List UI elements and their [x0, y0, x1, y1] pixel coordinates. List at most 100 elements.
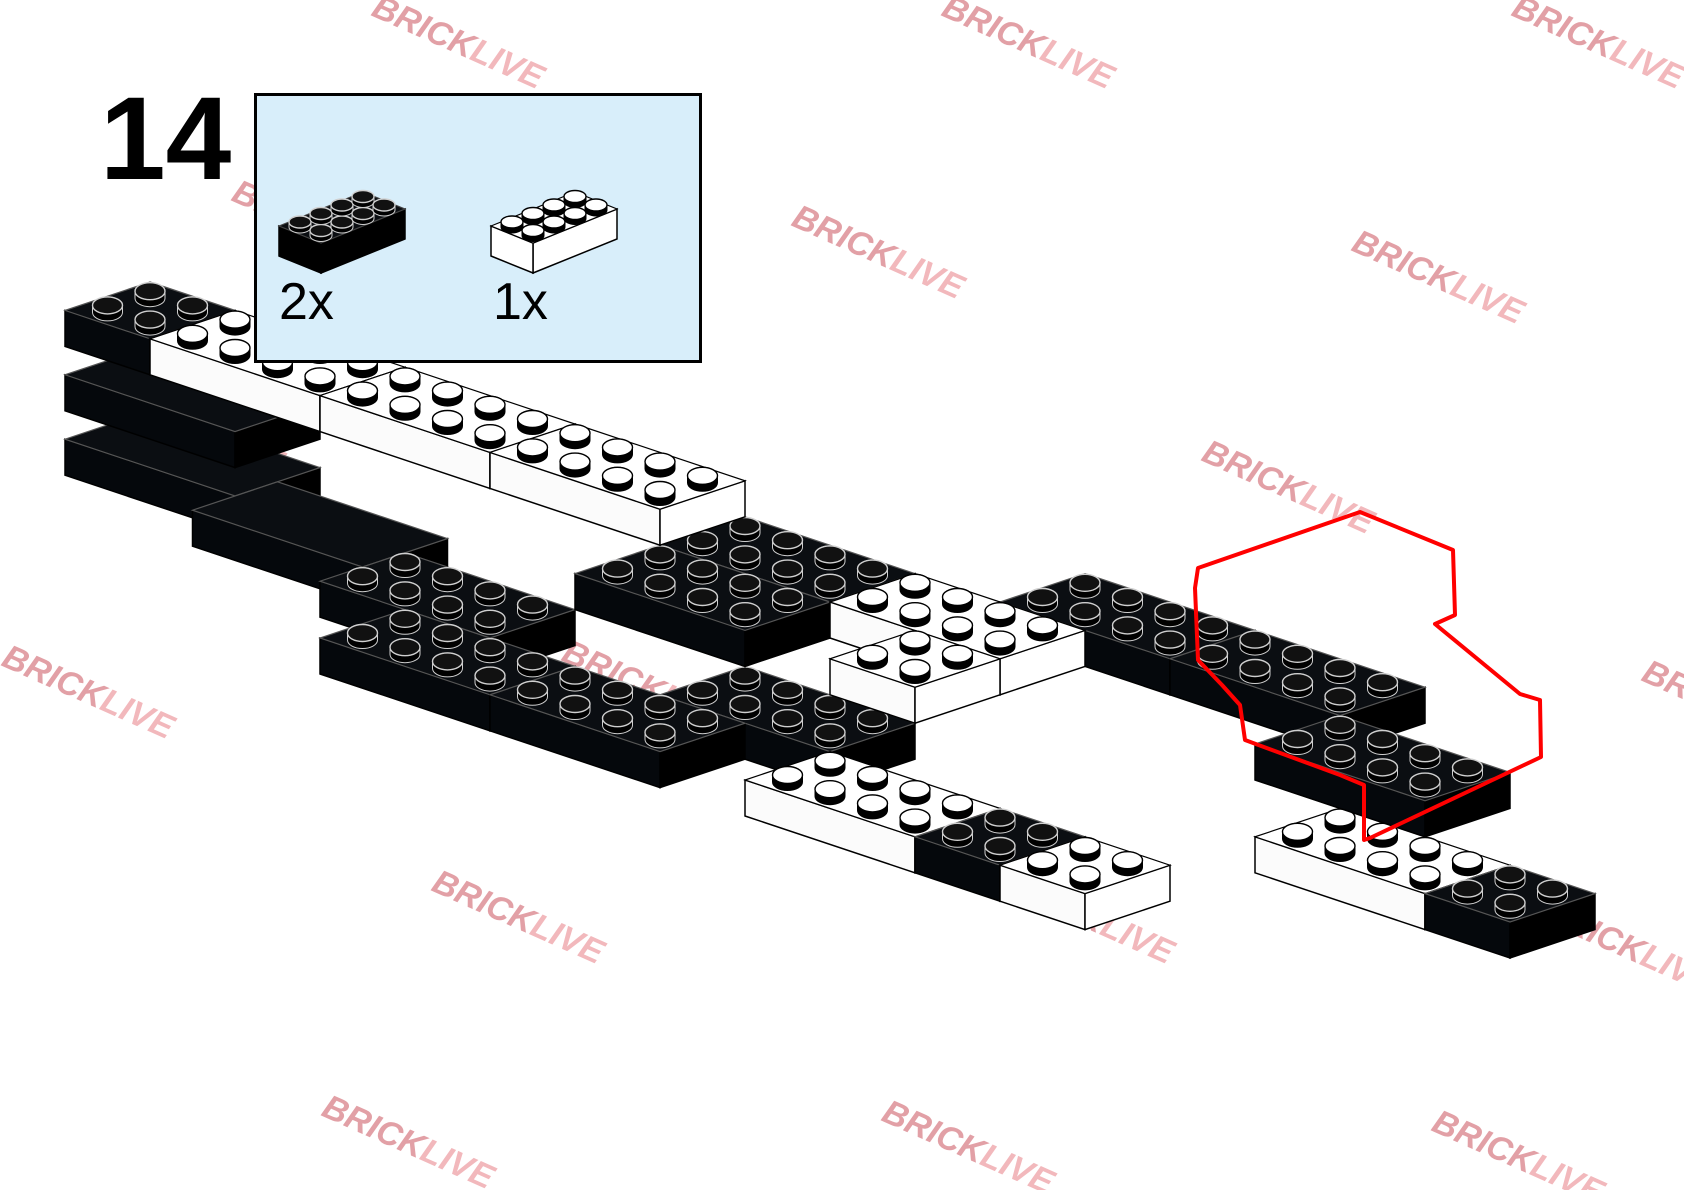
stud-top [899, 658, 931, 678]
stud-top [372, 198, 396, 212]
parts-callout: 2x 1x [254, 93, 702, 363]
stud-top [771, 680, 804, 699]
stud-top [814, 573, 846, 592]
stud-top [1366, 729, 1399, 749]
stud-top [941, 587, 974, 607]
bricklive-watermark: BRICKLIVE [1507, 0, 1684, 97]
stud-top [941, 822, 974, 841]
stud-top [686, 680, 719, 699]
white-2x4-brick-icon [489, 189, 619, 275]
stud-top [984, 630, 1016, 649]
stud-top [474, 395, 506, 414]
stud-top [814, 751, 846, 770]
stud-top [330, 215, 354, 229]
stud-top [346, 381, 379, 400]
stud-top [389, 609, 421, 628]
stud-top [1451, 758, 1484, 777]
stud-top [1409, 865, 1441, 884]
stud-top [288, 215, 312, 229]
stud-top [856, 559, 889, 578]
stud-top [899, 808, 931, 827]
white-brick [488, 423, 747, 547]
stud-top [431, 381, 464, 400]
stud-top [389, 638, 421, 657]
stud-top [1494, 893, 1526, 912]
stud-top [542, 198, 566, 212]
stud-top [521, 223, 545, 238]
bricklive-watermark: BRICKLIVE [317, 1088, 501, 1190]
brick-model [63, 281, 1597, 960]
stud-top [516, 595, 549, 614]
stud-top [644, 452, 676, 471]
stud-top [351, 206, 375, 221]
stud-top [134, 310, 166, 329]
black-brick [573, 544, 832, 668]
stud-top [559, 452, 591, 471]
stud-top [304, 367, 336, 386]
stud-top [559, 666, 591, 685]
stud-top [309, 223, 333, 238]
stud-top [1196, 616, 1229, 635]
stud-top [1026, 616, 1059, 635]
stud-top [563, 206, 587, 221]
stud-top [1366, 758, 1399, 777]
black-brick-quantity: 2x [279, 273, 334, 331]
stud-top [1026, 587, 1059, 607]
stud-top [1111, 616, 1144, 635]
stud-top [729, 602, 761, 621]
stud-top [389, 367, 421, 386]
stud-top [389, 395, 421, 414]
stud-top [899, 780, 931, 799]
stud-top [1451, 879, 1484, 898]
bricklive-watermark: BRICKLIVE [937, 0, 1121, 97]
stud-top [1366, 673, 1399, 692]
stud-top [474, 638, 506, 657]
stud-top [984, 836, 1016, 856]
stud-top [1239, 658, 1271, 678]
stud-top [856, 765, 889, 785]
black-2x4-brick-icon [277, 189, 407, 275]
stud-top [771, 559, 804, 578]
stud-top [516, 652, 549, 671]
stud-top [1026, 822, 1059, 841]
stud-top [389, 552, 421, 572]
stud-top [431, 623, 464, 643]
stud-top [1069, 865, 1101, 884]
stud-top [559, 424, 591, 443]
stud-top [219, 310, 251, 329]
stud-top [134, 282, 166, 301]
stud-top [309, 206, 333, 221]
stud-top [431, 409, 464, 429]
stud-top [644, 545, 676, 564]
stud-top [91, 296, 124, 315]
white-brick [318, 366, 577, 490]
stud-top [330, 198, 354, 212]
stud-top [474, 581, 506, 600]
stud-top [500, 215, 524, 229]
stud-top [729, 694, 761, 714]
stud-top [814, 780, 846, 799]
white-brick [998, 836, 1172, 931]
stud-top [856, 587, 889, 607]
stud-top [1154, 630, 1186, 649]
stud-top [1281, 729, 1314, 749]
stud-top [1366, 851, 1399, 870]
bricklive-watermark: BRICKLIVE [877, 1093, 1061, 1190]
stud-top [1281, 673, 1314, 692]
stud-top [771, 587, 804, 607]
stud-top [346, 623, 379, 643]
stud-top [771, 765, 804, 785]
bricklive-watermark: BRICKLIVE [427, 863, 611, 973]
stud-top [1536, 879, 1569, 898]
stud-top [601, 559, 634, 578]
stud-top [1324, 687, 1356, 706]
stud-top [1281, 822, 1314, 841]
stud-top [729, 666, 761, 685]
stud-top [686, 559, 719, 578]
stud-top [686, 587, 719, 607]
stud-top [176, 324, 209, 343]
stud-top [729, 545, 761, 564]
stud-top [559, 694, 591, 714]
